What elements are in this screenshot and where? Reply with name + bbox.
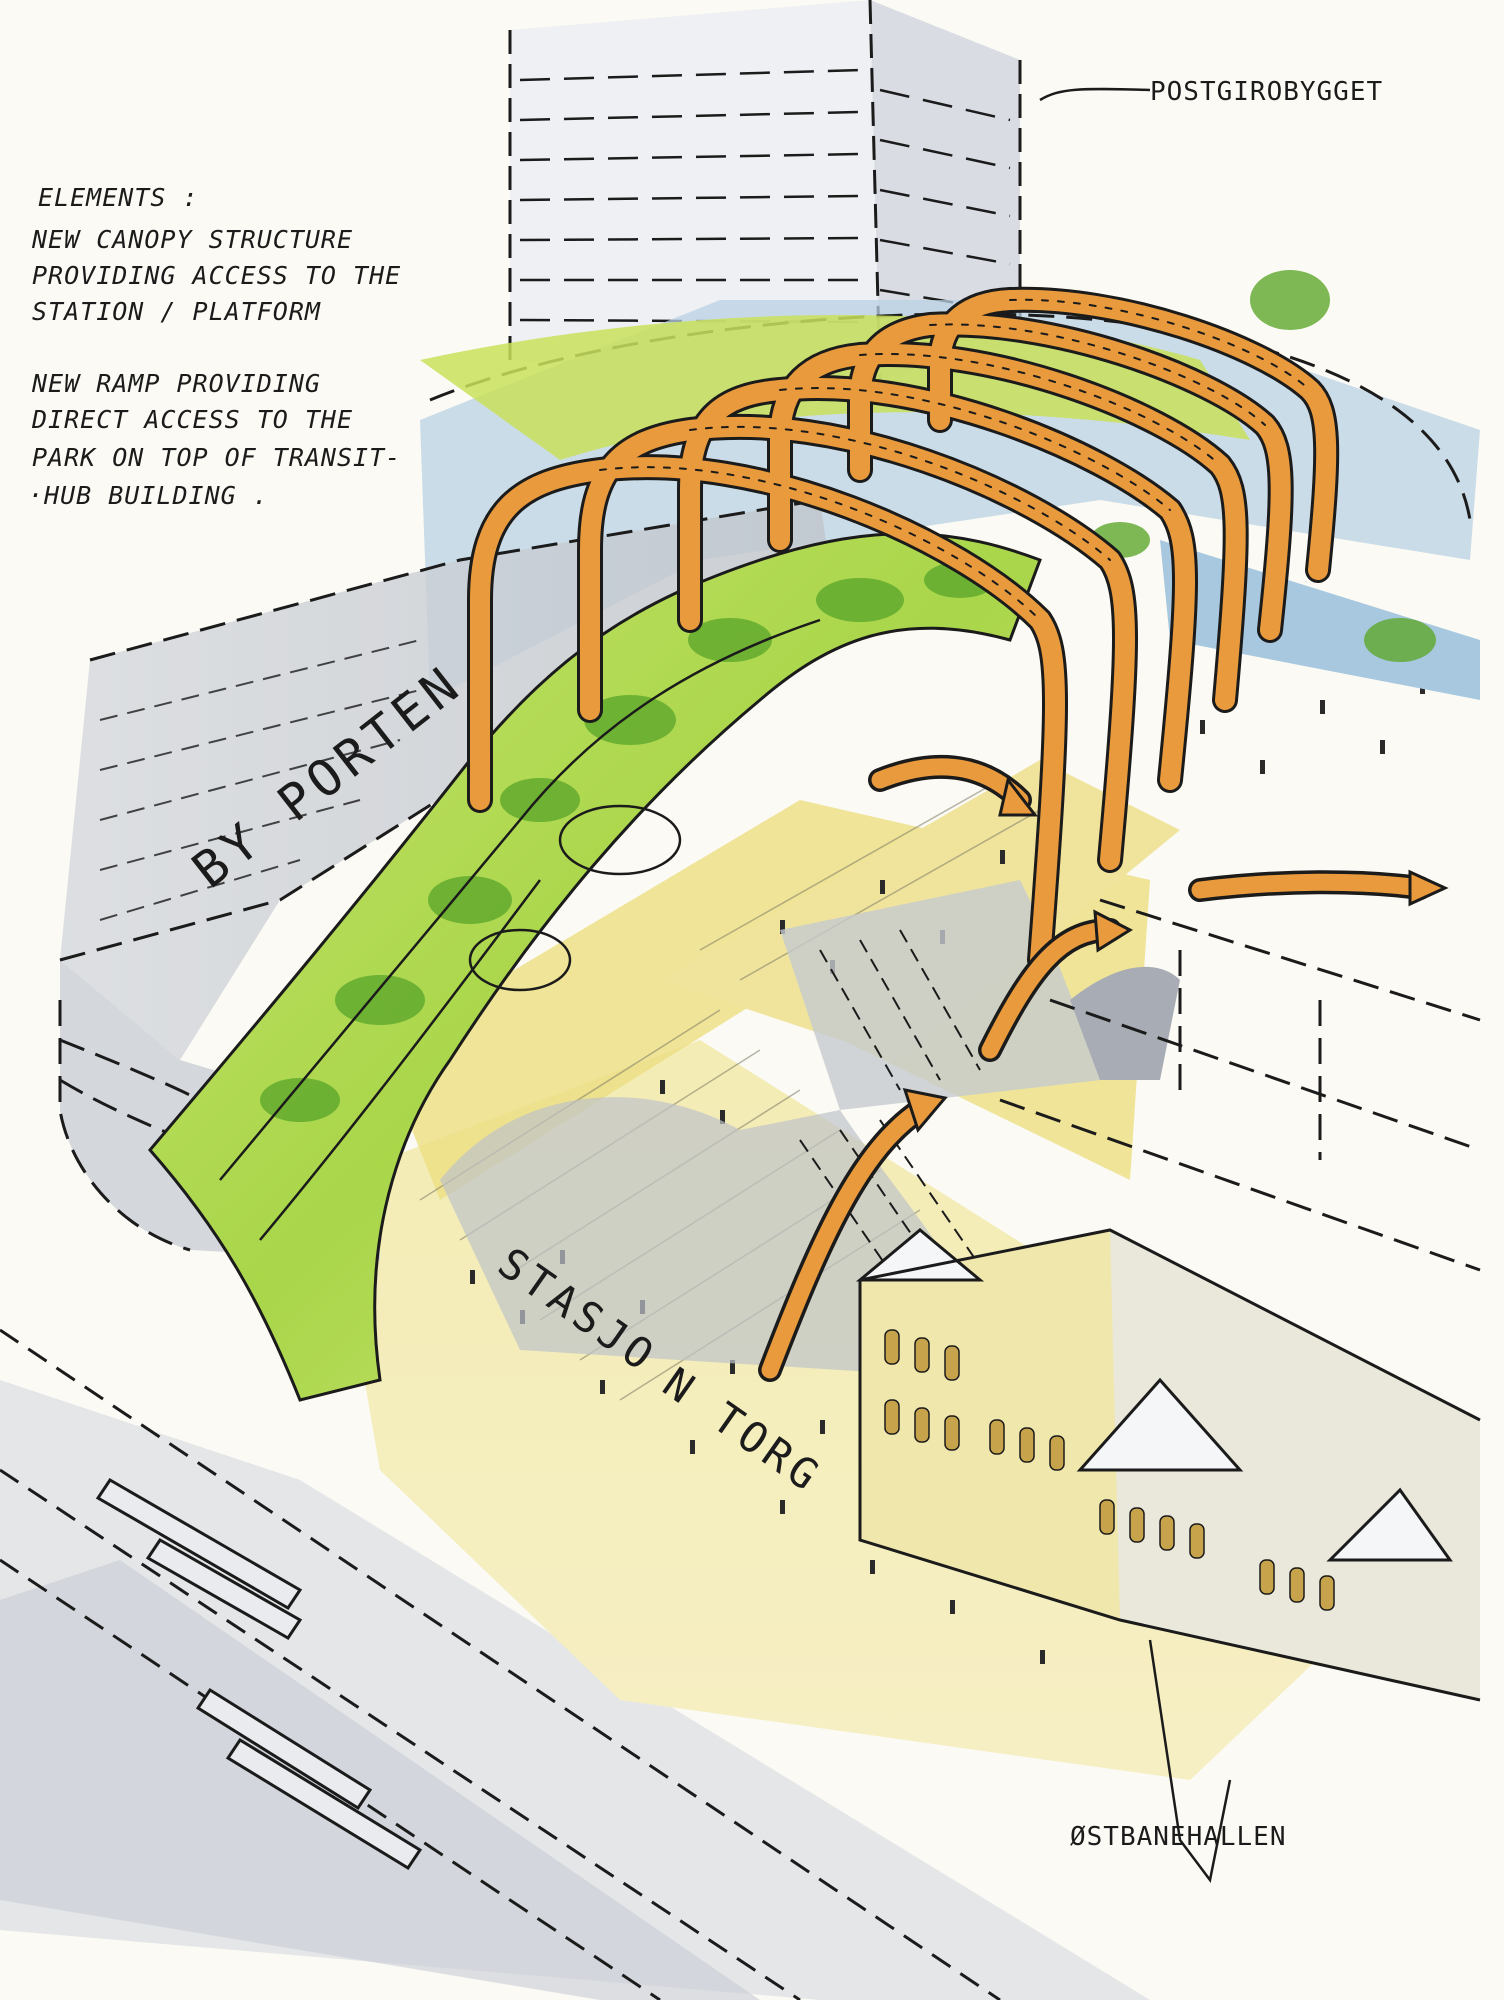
note-1-line-3: STATION / PLATFORM [32,297,321,326]
note-2-line-2: DIRECT ACCESS TO THE [31,405,353,434]
ostbanehallen-building [855,1228,1481,1702]
right-buildings [999,898,1481,1272]
elements-heading: ELEMENTS : [38,183,199,212]
ostbanehallen-label: ØSTBANEHALLEN [1070,1822,1287,1852]
postgiro-tower [508,0,1022,381]
note-1-line-1: NEW CANOPY STRUCTURE [31,225,353,254]
canopy-arches [467,286,1340,973]
movement-arrows [758,754,1449,1382]
elements-notes: ELEMENTS : NEW CANOPY STRUCTURE PROVIDIN… [28,183,401,510]
note-2-line-3: PARK ON TOP OF TRANSIT- [32,443,401,472]
leader-lines [1039,87,1232,1883]
note-2-line-1: NEW RAMP PROVIDING [31,369,321,398]
postgiro-label: POSTGIROBYGGET [1150,77,1383,107]
note-1-line-2: PROVIDING ACCESS TO THE [32,261,401,290]
note-2-line-4: ·HUB BUILDING . [28,481,269,510]
